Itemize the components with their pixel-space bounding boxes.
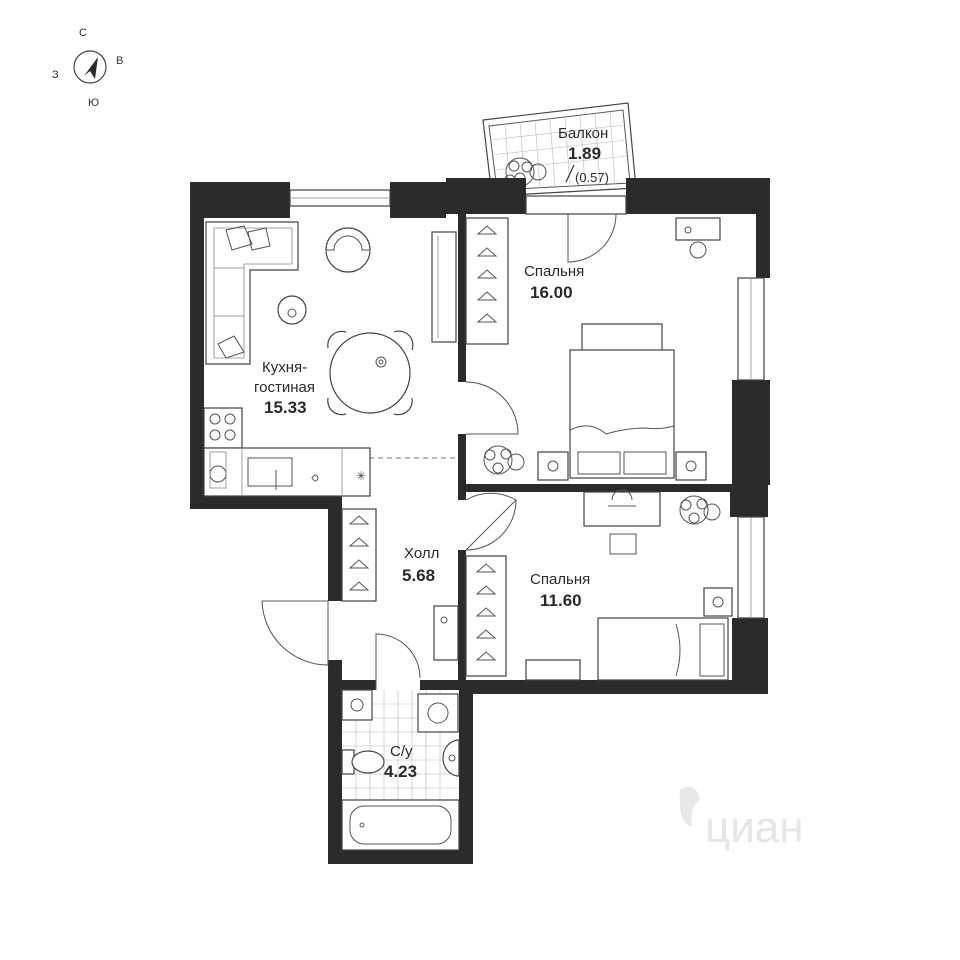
fridge-icon: ✳ xyxy=(356,469,366,483)
bedroom2-name: Спальня xyxy=(530,571,590,588)
balcony-door-frame xyxy=(525,195,627,215)
partition-hall-bedroom2 xyxy=(458,550,466,685)
partition-living-bedroom xyxy=(458,214,466,382)
bathroom-area: 4.23 xyxy=(384,762,417,781)
desk-icon xyxy=(583,489,661,555)
wall-hall-left xyxy=(328,495,342,601)
kitchen-name-line2: гостиная xyxy=(254,379,315,396)
washbasin-icon xyxy=(442,739,460,777)
toilet-icon xyxy=(341,749,385,775)
balcony-name: Балкон xyxy=(558,125,608,142)
bedroom2-area: 11.60 xyxy=(540,591,582,610)
compass-north: С xyxy=(79,27,87,39)
compass-arrow-icon xyxy=(84,57,98,79)
partition-living-bedroom-lower xyxy=(458,434,466,500)
compass: С В Ю З xyxy=(52,27,123,109)
bedroom1-name: Спальня xyxy=(524,263,584,280)
wall-right-top xyxy=(756,178,770,278)
chair-icon xyxy=(327,330,347,349)
plant-icon xyxy=(483,445,525,475)
kitchen-living-furniture: ✳ xyxy=(203,221,457,497)
double-bed-icon xyxy=(569,323,675,479)
coffee-table-icon xyxy=(277,295,307,325)
wall-bath-right xyxy=(459,680,473,864)
bathroom-fixtures xyxy=(341,689,460,851)
kitchen-counter: ✳ xyxy=(203,407,371,497)
balcony-area-slash xyxy=(565,164,575,183)
room-labels: Кухня- гостиная 15.33 Спальня 16.00 Холл… xyxy=(254,263,590,781)
bedroom2-door-swing xyxy=(465,492,517,551)
balcony-door-swing xyxy=(567,213,617,263)
desk-icon xyxy=(675,217,721,259)
hall-area: 5.68 xyxy=(402,566,435,585)
wardrobe-icon xyxy=(465,217,509,345)
walls xyxy=(190,178,770,864)
bedroom1-area: 16.00 xyxy=(530,283,573,302)
balcony-area: 1.89 xyxy=(568,144,601,163)
wall-top-right xyxy=(626,178,770,214)
chair-icon xyxy=(393,397,413,416)
wall-bath-bottom xyxy=(328,850,473,864)
nightstand-icon xyxy=(703,587,733,617)
chair-icon xyxy=(327,397,347,416)
bathtub-icon xyxy=(341,799,460,851)
wall-bath-top-right xyxy=(420,680,473,690)
hall-furniture xyxy=(341,508,459,661)
plant-icon xyxy=(679,495,721,525)
nightstand-icon xyxy=(537,451,569,481)
stove-icon xyxy=(203,407,243,449)
nightstand-icon xyxy=(675,451,707,481)
watermark-logo-icon xyxy=(679,786,700,826)
entrance-door-swing xyxy=(261,600,329,666)
chair-icon xyxy=(609,533,637,555)
bathroom-door-swing xyxy=(375,633,421,690)
wall-left-bottom xyxy=(190,495,340,509)
compass-east: В xyxy=(116,55,123,67)
sofa-icon xyxy=(205,221,299,365)
wall-top-center xyxy=(446,178,526,214)
balcony: Балкон 1.89 (0.57) xyxy=(482,102,637,197)
chair-icon xyxy=(393,330,414,351)
wall-bath-left xyxy=(328,660,342,864)
compass-south: Ю xyxy=(88,97,99,109)
hall-wardrobe-icon xyxy=(341,508,377,602)
watermark: циан xyxy=(679,786,804,852)
compass-ring xyxy=(73,50,107,84)
hall-name: Холл xyxy=(404,545,439,562)
wall-bath-top-left xyxy=(328,680,376,690)
wall-top-mid xyxy=(390,182,446,218)
wall-bottom-right xyxy=(460,680,768,694)
bedroom2-furniture xyxy=(465,489,733,681)
shoe-cabinet-icon xyxy=(433,605,459,661)
boiler-icon xyxy=(341,689,373,721)
wall-top-left xyxy=(190,182,290,218)
tv-cabinet-icon xyxy=(431,231,457,343)
wall-right-mid xyxy=(732,380,770,485)
washing-machine-icon xyxy=(417,693,459,733)
partition-bedrooms xyxy=(458,484,758,492)
kitchen-name-line1: Кухня- xyxy=(262,359,307,376)
watermark-text: циан xyxy=(705,803,804,852)
balcony-area-note: (0.57) xyxy=(575,170,609,185)
dresser-icon xyxy=(525,659,581,681)
bedroom1-furniture xyxy=(465,217,721,481)
kitchen-area: 15.33 xyxy=(264,398,307,417)
sink-icon xyxy=(247,457,293,487)
bathroom-name: С/у xyxy=(390,743,413,760)
dining-table-icon xyxy=(327,330,414,416)
compass-west: З xyxy=(52,69,59,81)
windows xyxy=(289,189,765,619)
single-bed-icon xyxy=(597,617,729,681)
wall-left xyxy=(190,182,204,509)
bedroom1-door-swing xyxy=(465,381,519,435)
faucet-icon xyxy=(311,474,319,482)
armchair-icon xyxy=(325,227,371,273)
